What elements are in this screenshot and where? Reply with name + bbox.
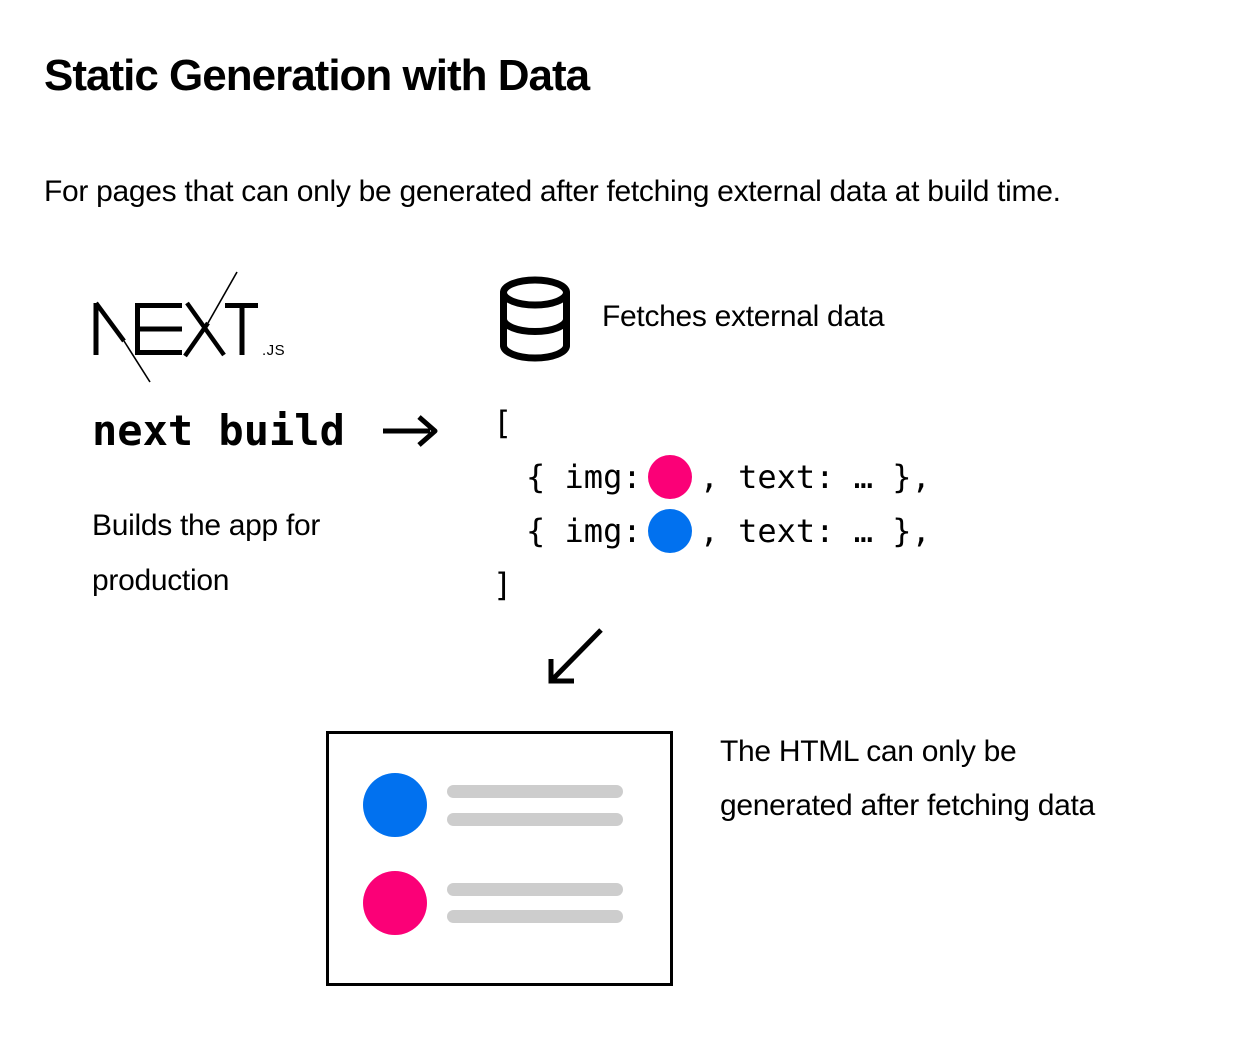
text-line-bar xyxy=(447,785,623,798)
code-line-item: { img: , text: … }, xyxy=(493,450,931,504)
code-text-suffix: , text: … }, xyxy=(699,512,931,550)
logo-x-rising xyxy=(183,321,210,358)
code-block: [ { img: , text: … }, { img: , text: … }… xyxy=(493,396,931,612)
avatar-circle-pink xyxy=(363,871,427,935)
img-placeholder-pink-icon xyxy=(647,455,692,499)
code-line-close: ] xyxy=(493,558,931,612)
logo-e xyxy=(135,303,182,355)
logo-n-diagonal xyxy=(94,301,126,343)
nextjs-logo-js-suffix: .JS xyxy=(262,342,285,359)
code-text-suffix: , text: … }, xyxy=(699,458,931,496)
html-page-preview xyxy=(326,731,673,986)
logo-t xyxy=(225,303,258,355)
code-text-prefix: { img: xyxy=(526,512,642,550)
text-line-bar xyxy=(447,883,623,896)
text-line-bar xyxy=(447,910,623,923)
page-title: Static Generation with Data xyxy=(44,51,590,100)
text-line-bar xyxy=(447,813,623,826)
logo-x-rising-taper xyxy=(207,271,238,324)
page-subtitle: For pages that can only be generated aft… xyxy=(44,175,1061,208)
result-note: The HTML can only be generated after fet… xyxy=(720,735,1095,822)
code-line-item: { img: , text: … }, xyxy=(493,504,931,558)
avatar-circle-blue xyxy=(363,773,427,837)
img-placeholder-blue-icon xyxy=(647,509,692,553)
build-caption: Builds the app for production xyxy=(92,509,321,597)
right-arrow-icon xyxy=(383,415,438,447)
logo-n-diagonal-taper xyxy=(123,340,151,383)
code-bracket-close: ] xyxy=(493,566,513,604)
fetch-label: Fetches external data xyxy=(602,300,885,333)
nextjs-logo-icon: .JS xyxy=(93,271,285,383)
next-build-command: next build xyxy=(92,406,345,455)
database-icon xyxy=(500,276,570,362)
code-text-prefix: { img: xyxy=(526,458,642,496)
down-left-arrow-icon xyxy=(548,628,603,684)
code-line-open: [ xyxy=(493,396,931,450)
code-bracket-open: [ xyxy=(493,404,513,442)
